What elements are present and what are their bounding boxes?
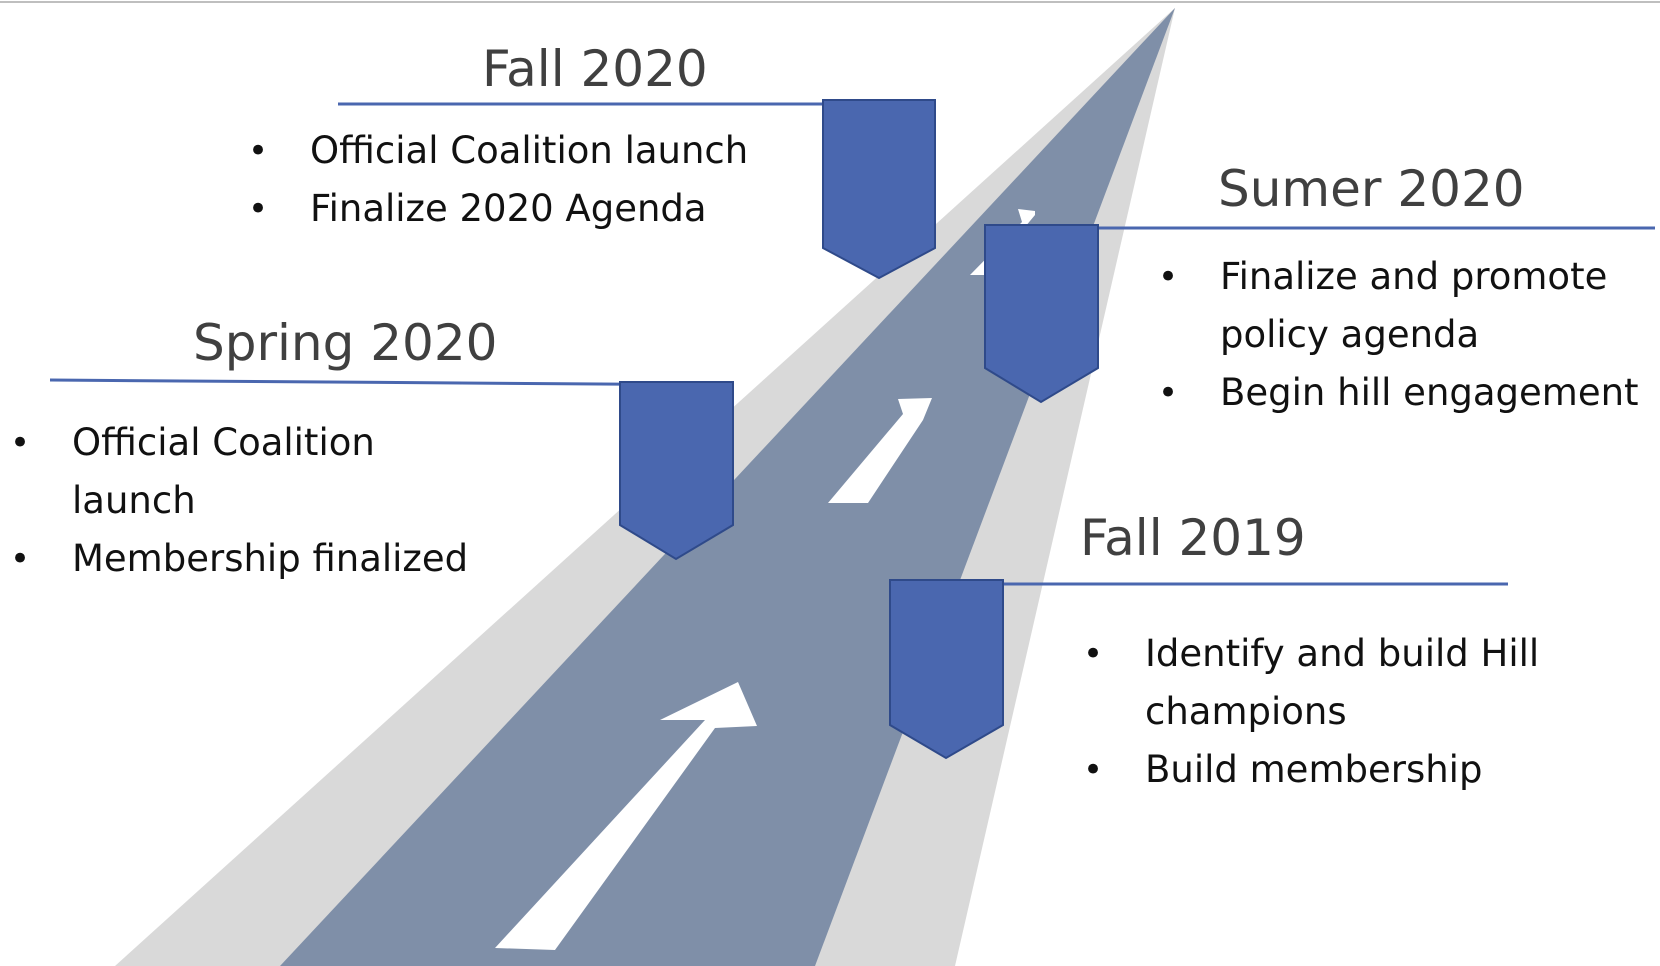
bullet-item: Finalize 2020 Agenda (248, 180, 768, 238)
phase-title-fall-2019: Fall 2019 (1080, 509, 1306, 567)
bullet-item: Identify and build Hill champions (1083, 625, 1603, 741)
milestone-marker-fall-2019 (889, 579, 1004, 760)
phase-title-summer-2020: Sumer 2020 (1218, 160, 1525, 218)
phase-title-fall-2020: Fall 2020 (482, 40, 708, 98)
bullet-item: Finalize and promote policy agenda (1158, 248, 1658, 364)
bullet-item: Official Coalition launch (10, 414, 480, 530)
bullet-list-summer-2020: Finalize and promote policy agenda Begin… (1158, 248, 1658, 422)
milestone-marker-summer-2020 (984, 224, 1099, 404)
bullet-item: Membership finalized (10, 530, 480, 588)
road-arrow (828, 398, 932, 503)
bullet-list-spring-2020: Official Coalition launch Membership fin… (10, 414, 480, 588)
bullet-item: Official Coalition launch (248, 122, 768, 180)
bullet-item: Begin hill engagement (1158, 364, 1658, 422)
milestone-marker-spring-2020 (619, 381, 734, 561)
bullet-list-fall-2019: Identify and build Hill champions Build … (1083, 625, 1603, 799)
road-arrow (495, 682, 757, 950)
bullet-item: Build membership (1083, 741, 1603, 799)
phase-title-spring-2020: Spring 2020 (193, 314, 498, 372)
milestone-marker-fall-2020 (822, 99, 936, 280)
bullet-list-fall-2020: Official Coalition launch Finalize 2020 … (248, 122, 768, 238)
